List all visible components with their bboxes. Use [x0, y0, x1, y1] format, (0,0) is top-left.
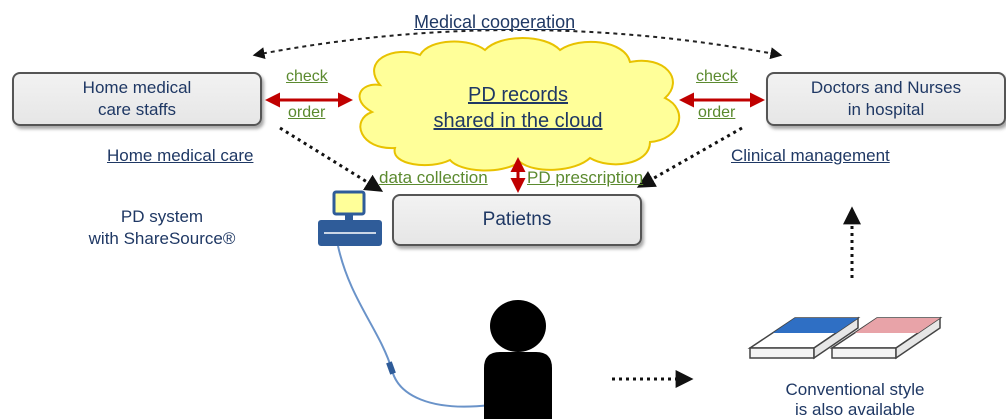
doctors-nurses-box: Doctors and Nurses in hospital	[766, 72, 1006, 126]
medical-cooperation-title: Medical cooperation	[414, 12, 576, 32]
doctors-to-patients-arrow	[636, 126, 743, 188]
pd-device-icon	[318, 190, 382, 246]
left-order-label: order	[288, 104, 326, 121]
doctors-line1: Doctors and Nurses	[810, 78, 962, 97]
tube-connector	[386, 361, 396, 375]
medical-cooperation-arc	[252, 29, 783, 60]
pd-system-line1: PD system	[120, 207, 204, 226]
right-check-label: check	[696, 68, 738, 85]
conventional-line2: is also available	[794, 400, 915, 419]
clinical-management-label: Clinical management	[731, 146, 890, 165]
doctors-line2: in hospital	[847, 100, 925, 119]
data-collection-label: data collection	[379, 168, 488, 187]
conventional-line1: Conventional style	[785, 380, 925, 399]
home-to-patients-arrow	[279, 126, 384, 192]
home-staff-line2: care staffs	[97, 100, 177, 119]
pd-prescription-label: PD prescription	[527, 168, 644, 187]
right-order-label: order	[698, 104, 736, 121]
pd-system-label: PD system with ShareSource®	[62, 206, 262, 250]
left-check-label: check	[286, 68, 328, 85]
pd-system-line2: with ShareSource®	[88, 229, 236, 248]
cloud-shape	[358, 37, 681, 172]
home-medical-staff-box: Home medical care staffs	[12, 72, 262, 126]
patient-silhouette-icon	[484, 300, 552, 419]
home-medical-care-label: Home medical care	[107, 146, 254, 165]
conventional-style-label: Conventional style is also available	[750, 380, 960, 420]
cloud-label: PD records shared in the cloud	[418, 82, 618, 134]
pd-tube	[337, 245, 491, 408]
home-staff-line1: Home medical	[82, 78, 192, 97]
cloud-line2: shared in the cloud	[433, 110, 603, 132]
conventional-records-icon	[747, 316, 943, 360]
patients-label: Patietns	[482, 209, 552, 230]
patients-box: Patietns	[392, 194, 642, 246]
cloud-line1: PD records	[467, 84, 569, 106]
